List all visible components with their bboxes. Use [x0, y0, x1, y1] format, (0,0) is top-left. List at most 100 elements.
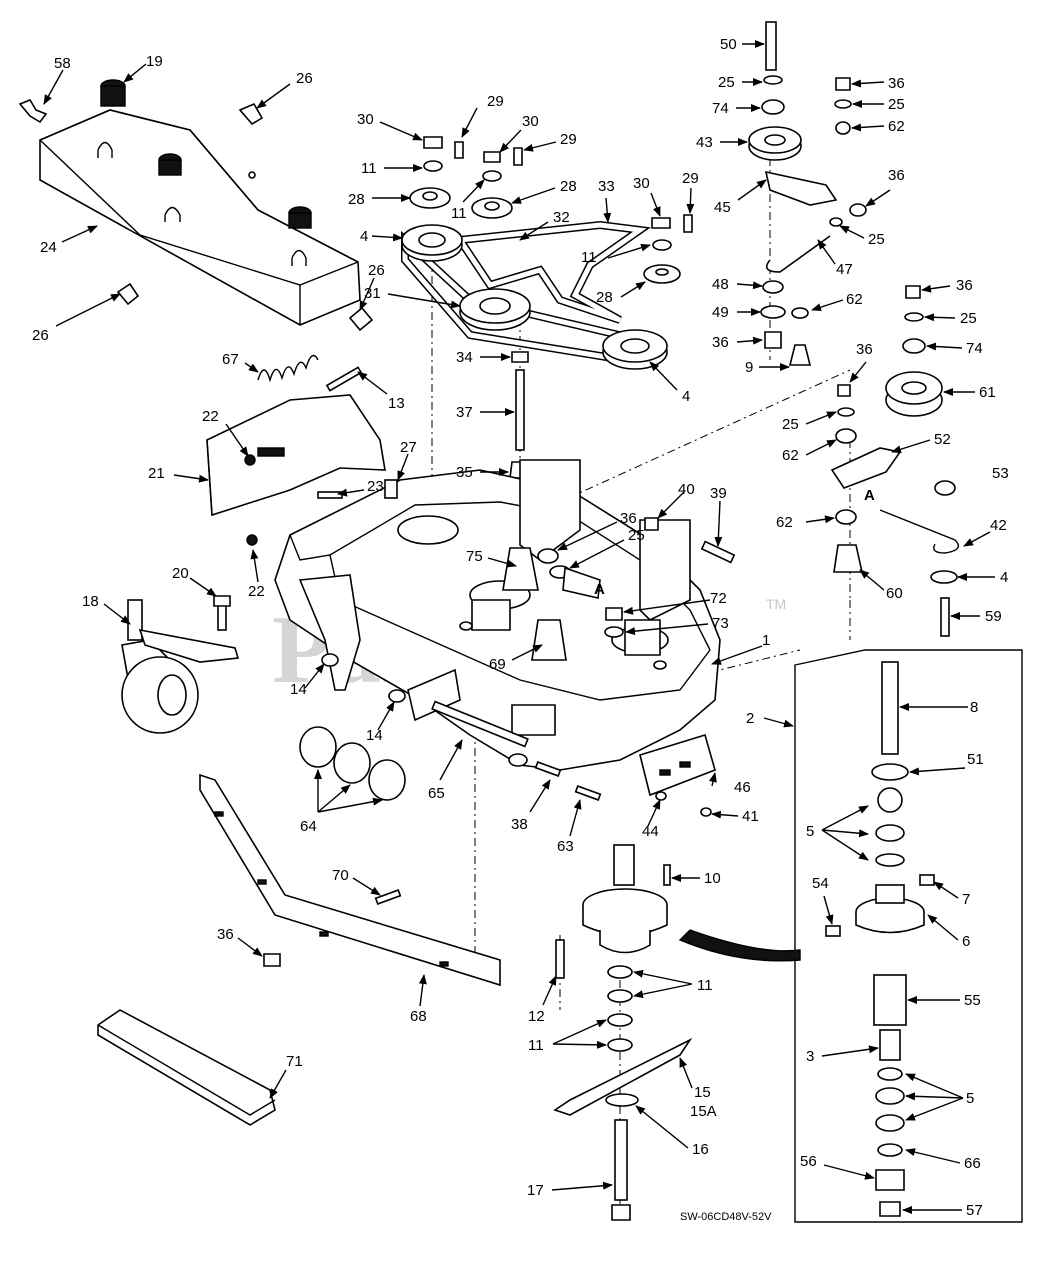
callout-36: 36	[856, 341, 873, 358]
callout-34: 34	[456, 349, 473, 366]
callout-64: 64	[300, 818, 317, 835]
callout-17: 17	[527, 1182, 544, 1199]
callout-10: 10	[704, 870, 721, 887]
pin-13	[325, 366, 363, 392]
bracket-46	[639, 733, 716, 817]
callout-11: 11	[361, 160, 377, 177]
callout-16: 16	[692, 1141, 709, 1158]
callout-13: 13	[388, 395, 405, 412]
pulley-31	[459, 288, 531, 331]
callout-24: 24	[40, 239, 57, 256]
callout-3: 3	[806, 1048, 814, 1065]
caster-wheel	[121, 595, 240, 734]
callout-49: 49	[712, 304, 729, 321]
callout-11: 11	[528, 1037, 544, 1054]
callout-37: 37	[456, 404, 473, 421]
knob-19	[100, 79, 126, 107]
callout-62: 62	[888, 118, 905, 135]
callout-28: 28	[596, 289, 613, 306]
callout-A: A	[864, 487, 875, 504]
callout-15: 15	[694, 1084, 711, 1101]
callout-43: 43	[696, 134, 713, 151]
callout-29: 29	[682, 170, 699, 187]
callout-38: 38	[511, 816, 528, 833]
callout-1: 1	[762, 632, 770, 649]
callout-labels: 58 19 26 24 26 26 30 29 30 29 11 28 28 1…	[32, 36, 1009, 1219]
callout-55: 55	[964, 992, 981, 1009]
callout-5: 5	[966, 1090, 974, 1107]
callout-4: 4	[1000, 569, 1008, 586]
callout-25: 25	[782, 416, 799, 433]
callout-8: 8	[970, 699, 978, 716]
callout-22: 22	[202, 408, 219, 425]
callout-25: 25	[960, 310, 977, 327]
callout-2: 2	[746, 710, 754, 727]
callout-69: 69	[489, 656, 506, 673]
callout-35: 35	[456, 464, 473, 481]
callout-12: 12	[528, 1008, 545, 1025]
callout-26: 26	[32, 327, 49, 344]
right-pulley-assembly	[830, 285, 959, 637]
callout-30: 30	[522, 113, 539, 130]
callout-19: 19	[146, 53, 163, 70]
callout-72: 72	[710, 590, 727, 607]
wing-knobs	[18, 99, 374, 332]
callout-29: 29	[487, 93, 504, 110]
pulley-4-left	[401, 224, 463, 262]
callout-62: 62	[782, 447, 799, 464]
callout-57: 57	[966, 1202, 983, 1219]
callout-26: 26	[296, 70, 313, 87]
callout-5: 5	[806, 823, 814, 840]
callout-15A: 15A	[690, 1103, 717, 1120]
callout-18: 18	[82, 593, 99, 610]
callout-11: 11	[697, 977, 713, 994]
callout-11: 11	[581, 249, 597, 266]
callout-68: 68	[410, 1008, 427, 1025]
deck-hardware	[317, 479, 736, 703]
rod-65	[431, 700, 529, 767]
callout-31: 31	[364, 285, 381, 302]
callout-14: 14	[290, 681, 307, 698]
callout-20: 20	[172, 565, 189, 582]
callout-33: 33	[598, 178, 615, 195]
spring-67	[257, 354, 319, 383]
callout-22: 22	[248, 583, 265, 600]
callout-47: 47	[836, 261, 853, 278]
callout-61: 61	[979, 384, 996, 401]
bolts-38-63	[534, 761, 602, 801]
deck-cover	[39, 109, 361, 326]
idler-arm-assembly	[748, 21, 867, 366]
callout-32: 32	[553, 209, 570, 226]
leader-lines	[43, 40, 995, 1214]
callout-74: 74	[712, 100, 729, 117]
idler-28-parts	[409, 136, 693, 284]
callout-44: 44	[642, 823, 659, 840]
callout-65: 65	[428, 785, 445, 802]
callout-58: 58	[54, 55, 71, 72]
callout-29: 29	[560, 131, 577, 148]
baffle-71	[97, 1009, 276, 1126]
callout-27: 27	[400, 439, 417, 456]
callout-11: 11	[451, 205, 467, 222]
callout-66: 66	[964, 1155, 981, 1172]
callout-4: 4	[360, 228, 368, 245]
mower-deck	[274, 459, 721, 771]
callout-25: 25	[718, 74, 735, 91]
callout-75: 75	[466, 548, 483, 565]
discharge-chute	[206, 394, 386, 546]
callout-62: 62	[846, 291, 863, 308]
callout-26: 26	[368, 262, 385, 279]
baffle-68	[199, 773, 501, 987]
callout-63: 63	[557, 838, 574, 855]
callout-39: 39	[710, 485, 727, 502]
callout-4: 4	[682, 388, 690, 405]
callout-30: 30	[357, 111, 374, 128]
callout-7: 7	[962, 891, 970, 908]
spindle-detail-box	[678, 649, 1023, 1223]
spindle-assembly	[553, 844, 693, 1221]
callout-42: 42	[990, 517, 1007, 534]
callout-40: 40	[678, 481, 695, 498]
drawing-code: SW-06CD48V-52V	[680, 1211, 772, 1223]
callout-74: 74	[966, 340, 983, 357]
